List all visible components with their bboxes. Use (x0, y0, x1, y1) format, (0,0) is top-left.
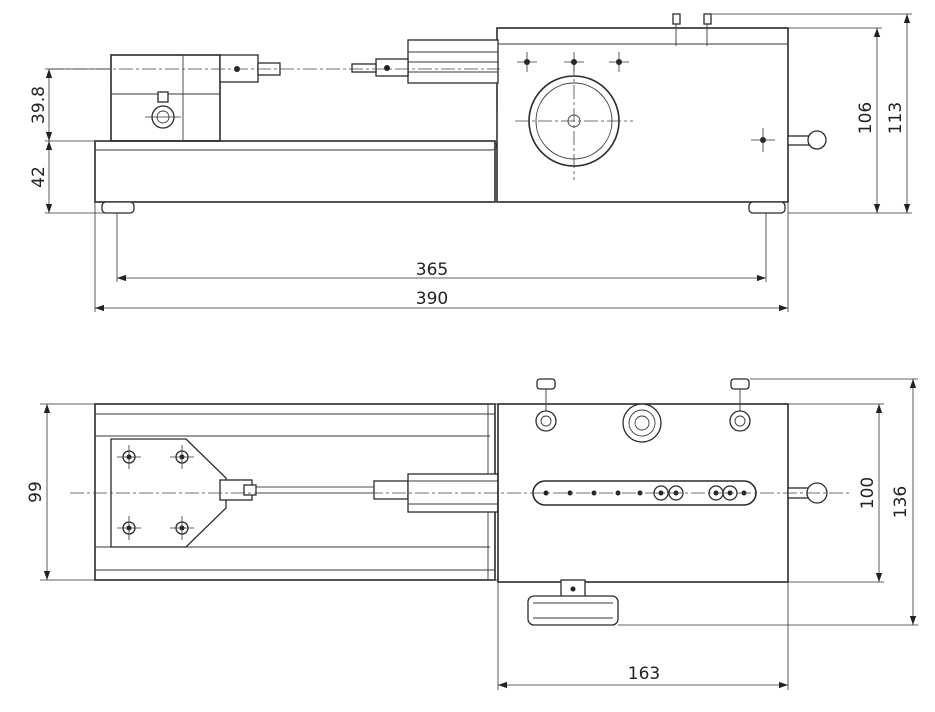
lever-knob (787, 130, 827, 150)
side-view (50, 13, 827, 214)
dim-100: 100 (858, 477, 878, 509)
dim-113: 113 (886, 102, 906, 134)
dim-390: 390 (416, 289, 448, 309)
clamp-block (110, 54, 281, 142)
handwheel (515, 62, 633, 180)
dim-136: 136 (891, 486, 911, 518)
moving-slide (351, 39, 499, 84)
main-housing (496, 27, 789, 203)
dim-42: 42 (29, 166, 49, 188)
dim-99: 99 (26, 481, 46, 503)
top-view-dimensions: 99 100 136 163 (26, 378, 918, 690)
top-view (70, 378, 850, 626)
dim-163: 163 (628, 664, 660, 684)
housing-top (497, 378, 789, 583)
side-view-dimensions: 365 390 39.8 42 106 113 (29, 13, 912, 312)
feet (101, 201, 786, 214)
dim-365: 365 (416, 260, 448, 280)
base-rail (94, 140, 497, 203)
handwheel-top (527, 579, 619, 626)
dim-39-8: 39.8 (29, 86, 49, 124)
mounting-holes (517, 52, 775, 152)
top-screws (672, 13, 712, 46)
dim-106: 106 (856, 102, 876, 134)
